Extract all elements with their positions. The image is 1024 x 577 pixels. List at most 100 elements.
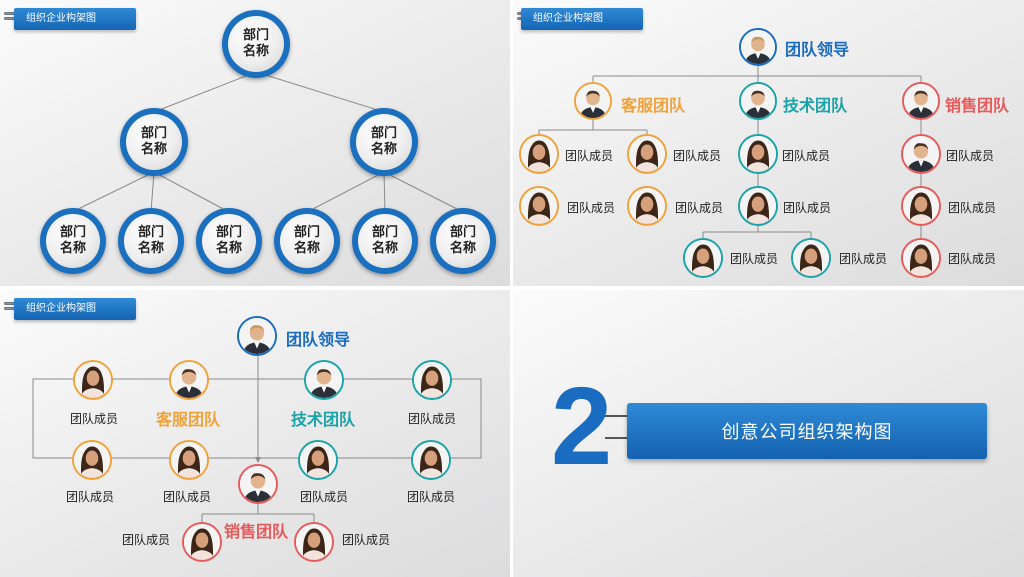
dept-label-line2: 名称	[293, 241, 320, 256]
woman-avatar-icon	[740, 136, 776, 172]
member-label: 团队成员	[66, 490, 115, 504]
member-avatar[interactable]	[627, 186, 667, 226]
sales-team-head-avatar[interactable]	[902, 82, 940, 120]
member-avatar[interactable]	[298, 440, 338, 480]
department-node-leaf[interactable]: 部门名称	[352, 208, 418, 274]
dept-label-line2: 名称	[371, 241, 398, 256]
tech-team-head-avatar[interactable]	[304, 360, 344, 400]
member-avatar[interactable]	[169, 440, 209, 480]
member-avatar[interactable]	[519, 134, 559, 174]
panel-department-tree: 组织企业构架图 部门名称 部门名称 部门名称 部门名称 部门名称 部门名称 部门…	[0, 0, 510, 286]
department-node-leaf[interactable]: 部门名称	[430, 208, 496, 274]
man-avatar-icon	[741, 30, 775, 64]
tech-team-label: 技术团队	[291, 410, 356, 429]
department-node-top[interactable]: 部门名称	[222, 10, 290, 78]
member-avatar[interactable]	[72, 440, 112, 480]
member-avatar[interactable]	[791, 238, 831, 278]
man-avatar-icon	[904, 84, 938, 118]
woman-avatar-icon	[184, 524, 220, 560]
banner-title: 组织企业构架图	[14, 298, 136, 320]
member-label: 团队成员	[782, 149, 831, 163]
member-label: 团队成员	[839, 252, 888, 266]
dept-label-line2: 名称	[137, 241, 164, 256]
man-avatar-icon	[239, 318, 275, 354]
member-avatar[interactable]	[627, 134, 667, 174]
member-label: 团队成员	[948, 201, 997, 215]
sales-team-label: 销售团队	[224, 522, 289, 541]
member-avatar[interactable]	[411, 440, 451, 480]
man-avatar-icon	[903, 136, 939, 172]
member-avatar[interactable]	[73, 360, 113, 400]
banner-title: 组织企业构架图	[521, 8, 643, 30]
member-label: 团队成员	[948, 252, 997, 266]
woman-avatar-icon	[629, 136, 665, 172]
panel-team-network: 组织企业构架图 团队领导 团队成员 客服团队 技术团队 团队成员 团队成员 团队…	[0, 290, 510, 577]
member-avatar[interactable]	[182, 522, 222, 562]
department-node-leaf[interactable]: 部门名称	[196, 208, 262, 274]
service-team-head-avatar[interactable]	[169, 360, 209, 400]
member-avatar[interactable]	[901, 238, 941, 278]
woman-avatar-icon	[413, 442, 449, 478]
member-label: 团队成员	[408, 412, 457, 426]
woman-avatar-icon	[740, 188, 776, 224]
woman-avatar-icon	[75, 362, 111, 398]
department-node-leaf[interactable]: 部门名称	[118, 208, 184, 274]
member-label: 团队成员	[565, 149, 614, 163]
banner-title: 组织企业构架图	[14, 8, 136, 30]
department-node-mid-left[interactable]: 部门名称	[120, 108, 188, 176]
member-avatar[interactable]	[901, 186, 941, 226]
woman-avatar-icon	[414, 362, 450, 398]
department-node-leaf[interactable]: 部门名称	[40, 208, 106, 274]
dept-label-line1: 部门	[449, 224, 476, 240]
panel-section-title: 2 创意公司组织架构图	[513, 290, 1024, 577]
section-title[interactable]: 创意公司组织架构图	[627, 403, 987, 459]
woman-avatar-icon	[685, 240, 721, 276]
member-avatar[interactable]	[412, 360, 452, 400]
dept-label-line2: 名称	[449, 241, 476, 256]
woman-avatar-icon	[300, 442, 336, 478]
sales-team-label: 销售团队	[945, 96, 1010, 115]
leader-label: 团队领导	[286, 330, 351, 349]
leader-avatar[interactable]	[739, 28, 777, 66]
woman-avatar-icon	[903, 240, 939, 276]
dept-label-line1: 部门	[137, 224, 164, 240]
member-label: 团队成员	[70, 412, 119, 426]
service-team-label: 客服团队	[156, 410, 221, 429]
leader-label: 团队领导	[785, 40, 850, 59]
member-avatar[interactable]	[738, 186, 778, 226]
connector-wire	[605, 415, 639, 417]
dept-label-line1: 部门	[293, 224, 320, 240]
woman-avatar-icon	[296, 524, 332, 560]
member-avatar[interactable]	[901, 134, 941, 174]
dept-label-line1: 部门	[140, 125, 167, 141]
man-avatar-icon	[240, 466, 276, 502]
member-avatar[interactable]	[738, 134, 778, 174]
dept-label-line1: 部门	[242, 27, 269, 43]
service-team-label: 客服团队	[621, 96, 686, 115]
tech-team-head-avatar[interactable]	[739, 82, 777, 120]
member-avatar[interactable]	[683, 238, 723, 278]
man-avatar-icon	[306, 362, 342, 398]
sales-team-head-avatar[interactable]	[238, 464, 278, 504]
panel-team-structure: 组织企业构架图 团队领导 客服团队 技术团队 销售团队 团队成员 团队成员 团队…	[513, 0, 1024, 286]
dept-label-line2: 名称	[370, 142, 397, 157]
member-label: 团队成员	[946, 149, 995, 163]
member-label: 团队成员	[300, 490, 349, 504]
service-team-head-avatar[interactable]	[574, 82, 612, 120]
tech-team-label: 技术团队	[783, 96, 848, 115]
dept-label-line2: 名称	[59, 241, 86, 256]
member-label: 团队成员	[342, 533, 391, 547]
member-label: 团队成员	[673, 149, 722, 163]
woman-avatar-icon	[171, 442, 207, 478]
woman-avatar-icon	[521, 136, 557, 172]
department-node-leaf[interactable]: 部门名称	[274, 208, 340, 274]
leader-avatar[interactable]	[237, 316, 277, 356]
man-avatar-icon	[741, 84, 775, 118]
woman-avatar-icon	[521, 188, 557, 224]
department-node-mid-right[interactable]: 部门名称	[350, 108, 418, 176]
member-avatar[interactable]	[294, 522, 334, 562]
dept-label-line2: 名称	[140, 142, 167, 157]
member-label: 团队成员	[675, 201, 724, 215]
dept-label-line2: 名称	[242, 44, 269, 59]
member-avatar[interactable]	[519, 186, 559, 226]
